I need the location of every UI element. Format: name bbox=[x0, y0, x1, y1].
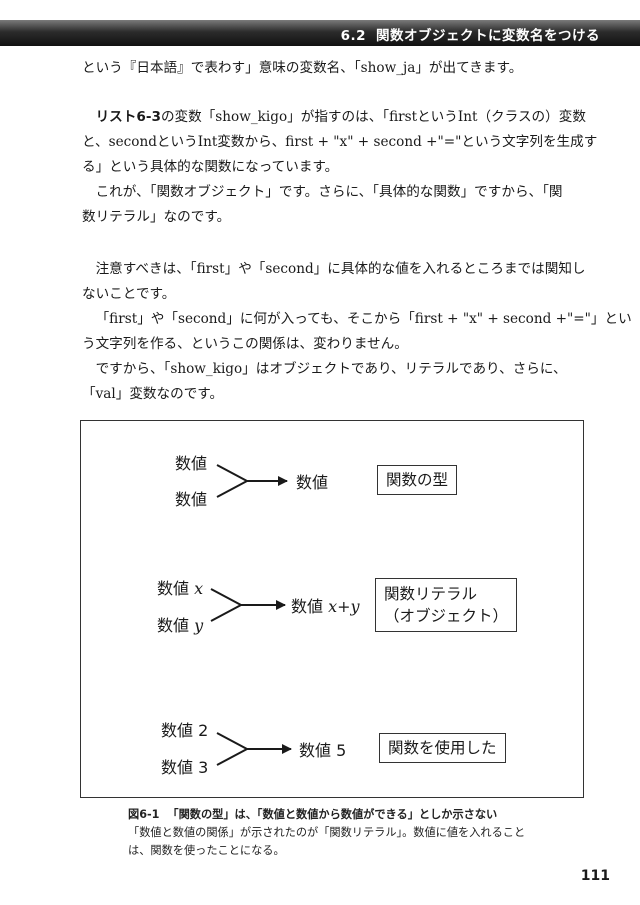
paragraph-2: リスト6-3の変数「show_kigo」が指すのは、「firstというInt（ク… bbox=[82, 105, 598, 180]
row-2-input-2: 数値 y bbox=[157, 616, 204, 635]
paragraph-5: 「first」や「second」に何が入っても、そこから「first + "x"… bbox=[82, 307, 632, 357]
row-1-label-box: 関数の型 bbox=[377, 465, 458, 495]
row-1-input-2: 数値 bbox=[175, 490, 208, 509]
listing-reference: リスト6-3 bbox=[95, 109, 161, 125]
paragraph-6: ですから、「show_kigo」はオブジェクトであり、リテラルであり、さらに、 … bbox=[82, 357, 588, 407]
text-line: ですから、「show_kigo」はオブジェクトであり、リテラルであり、さらに、 bbox=[95, 361, 567, 377]
page-number: 111 bbox=[580, 868, 610, 884]
caption-title: 図6-1「関数の型」は、「数値と数値から数値ができる」としか示さない bbox=[128, 808, 498, 821]
paragraph-1: という『日本語』で表わす」意味の変数名、「show_ja」が出てきます。 bbox=[82, 56, 588, 81]
row-3-input-2: 数値 3 bbox=[161, 758, 209, 777]
text-line: リスト6-3の変数「show_kigo」が指すのは、「firstというInt（ク… bbox=[95, 109, 586, 125]
text-line: 注意すべきは、「first」や「second」に具体的な値を入れるところまでは関… bbox=[95, 261, 586, 277]
section-number: 6.2 bbox=[340, 28, 366, 44]
section-title: 関数オブジェクトに変数名をつける bbox=[376, 28, 600, 44]
text-line: これが、「関数オブジェクト」です。さらに、「具体的な関数」ですから、「関 bbox=[95, 184, 563, 200]
text-line: と、secondというInt変数から、first + "x" + second … bbox=[82, 134, 598, 150]
text-line: 数リテラル」なのです。 bbox=[82, 209, 231, 225]
row-3-connector bbox=[216, 732, 292, 766]
figure-caption: 図6-1「関数の型」は、「数値と数値から数値ができる」としか示さない 「数値と数… bbox=[128, 806, 568, 860]
row-2-label-box: 関数リテラル （オブジェクト） bbox=[375, 578, 518, 632]
paragraph-3: これが、「関数オブジェクト」です。さらに、「具体的な関数」ですから、「関 数リテ… bbox=[82, 180, 588, 230]
text-line: ないことです。 bbox=[82, 286, 176, 302]
section-header-title: 6.2 関数オブジェクトに変数名をつける bbox=[341, 24, 600, 44]
text-line: る」という具体的な関数になっています。 bbox=[82, 159, 339, 175]
paragraph-4: 注意すべきは、「first」や「second」に具体的な値を入れるところまでは関… bbox=[82, 257, 588, 307]
row-2-input-1: 数値 x bbox=[157, 579, 204, 598]
caption-line: は、関数を使ったことになる。 bbox=[128, 844, 285, 857]
text-line: 「val」変数なのです。 bbox=[82, 386, 224, 402]
text-line: 「first」や「second」に何が入っても、そこから「first + "x"… bbox=[95, 311, 632, 327]
text-line: という『日本語』で表わす」意味の変数名、「show_ja」が出てきます。 bbox=[82, 60, 523, 76]
section-header-bar: 6.2 関数オブジェクトに変数名をつける bbox=[0, 20, 640, 46]
row-2-connector bbox=[210, 588, 286, 622]
row-1-output: 数値 bbox=[296, 473, 329, 492]
figure-number: 図6-1 bbox=[128, 808, 160, 821]
text-line: う文字列を作る、というこの関係は、変わりません。 bbox=[82, 336, 408, 352]
row-1-connector bbox=[216, 464, 288, 498]
caption-line: 「数値と数値の関係」が示されたのが「関数リテラル」。数値に値を入れること bbox=[128, 826, 526, 839]
row-2-output: 数値 x+y bbox=[291, 597, 360, 616]
row-3-output: 数値 5 bbox=[299, 741, 347, 760]
row-3-input-1: 数値 2 bbox=[161, 721, 209, 740]
row-1-input-1: 数値 bbox=[175, 454, 208, 473]
row-3-label-box: 関数を使用した bbox=[379, 733, 506, 763]
figure-6-1: 数値 数値 数値 関数の型 数値 x 数値 y 数値 x+y 関数リテラル （オ… bbox=[80, 420, 584, 798]
figure-arrows bbox=[210, 464, 292, 766]
